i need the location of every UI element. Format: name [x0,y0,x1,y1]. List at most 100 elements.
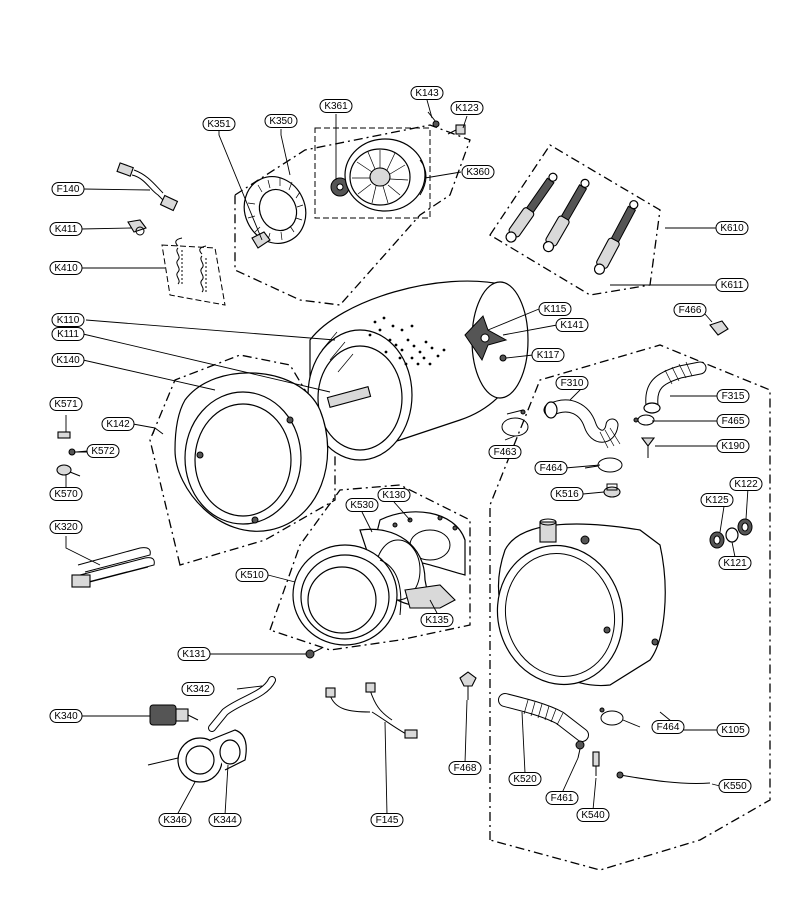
part-label-box [51,327,85,341]
part-label-box [716,439,750,453]
part-label-text: K572 [91,446,115,457]
f468-part [459,671,477,700]
part-label-k320: K320 [49,520,83,534]
f461-part [575,740,585,759]
f310-hose-part [543,399,621,449]
drum-perforation [368,316,446,366]
part-label-box [716,723,750,737]
part-label-box [319,99,353,113]
part-label-box [716,389,750,403]
part-label-box [177,647,211,661]
part-label-k190: K190 [716,439,750,453]
part-label-box [461,165,495,179]
part-label-box [715,221,749,235]
part-label-text: K110 [57,315,80,326]
k540-part [592,751,600,776]
f466-clip-part [709,320,729,336]
part-label-text: K351 [207,119,231,130]
part-label-box [49,520,83,534]
part-label-box [538,302,572,316]
part-label-box [86,444,120,458]
k516-part [603,483,621,498]
part-label-k550: K550 [718,779,752,793]
part-label-f315: F315 [716,389,750,403]
part-label-f140: F140 [51,182,85,196]
part-label-f461: F461 [545,791,579,805]
part-label-text: K111 [57,329,79,340]
part-label-k143: K143 [410,86,444,100]
part-label-k510: K510 [235,568,269,582]
part-label-text: K510 [240,570,264,581]
part-label-text: F140 [57,184,80,195]
part-label-k410: K410 [49,261,83,275]
part-label-text: K340 [54,711,78,722]
part-label-box [555,376,589,390]
part-label-box [715,278,749,292]
part-label-k105: K105 [716,723,750,737]
part-label-f468: F468 [448,761,482,775]
part-label-f310: F310 [555,376,589,390]
part-label-k117: K117 [531,348,565,362]
rotor-box-outline [314,127,431,219]
part-label-f464a: F464 [534,461,568,475]
part-label-box [49,261,83,275]
k121-bearing-part [725,527,739,543]
k510-gasket-part [292,544,402,646]
part-label-box [377,488,411,502]
part-label-k572: K572 [86,444,120,458]
k115-spider-part [464,315,508,362]
part-label-text: K142 [106,419,130,430]
part-label-text: K540 [581,810,605,821]
part-label-box [49,709,83,723]
k110-drum-part [307,280,529,461]
f464-lower-clamp-part [599,707,624,726]
part-label-box [370,813,404,827]
part-label-f464b: F464 [651,720,685,734]
part-label-box [202,117,236,131]
part-label-text: K135 [425,615,449,626]
part-label-text: K122 [734,479,758,490]
part-label-k140: K140 [51,353,85,367]
part-label-text: K516 [555,489,579,500]
part-label-k122: K122 [729,477,763,491]
k550-part [616,771,711,784]
shock-absorber-group-outline [489,144,661,296]
k190-part [640,437,656,458]
part-label-k530: K530 [345,498,379,512]
part-label-k346: K346 [158,813,192,827]
part-label-text: K610 [720,223,744,234]
k350-stator-part [243,176,307,244]
tub-front-group-outline [149,354,336,566]
part-label-box [410,86,444,100]
part-label-text: K121 [723,558,747,569]
part-label-text: F145 [376,815,399,826]
part-label-box [448,761,482,775]
part-label-k571: K571 [49,397,83,411]
part-label-k342: K342 [181,682,215,696]
part-label-k570: K570 [49,487,83,501]
part-label-text: F315 [722,391,745,402]
part-label-text: K141 [560,320,584,331]
part-label-k125: K125 [700,493,734,507]
part-label-box [729,477,763,491]
k122-seal-part [737,518,753,536]
part-label-box [235,568,269,582]
part-label-text: F464 [540,463,563,474]
part-label-text: F461 [551,793,574,804]
part-label-text: K190 [721,441,745,452]
part-label-text: F310 [561,378,584,389]
part-label-k121: K121 [718,556,752,570]
part-label-text: K140 [56,355,80,366]
part-label-box [49,222,83,236]
k135-part [404,584,456,609]
k411-clip-part [127,219,147,236]
part-label-k340: K340 [49,709,83,723]
part-label-text: K115 [544,304,567,315]
part-label-text: K105 [721,725,745,736]
part-label-k516: K516 [550,487,584,501]
part-label-text: F463 [494,447,517,458]
part-label-text: K550 [723,781,747,792]
motor-group-outline [234,124,471,306]
